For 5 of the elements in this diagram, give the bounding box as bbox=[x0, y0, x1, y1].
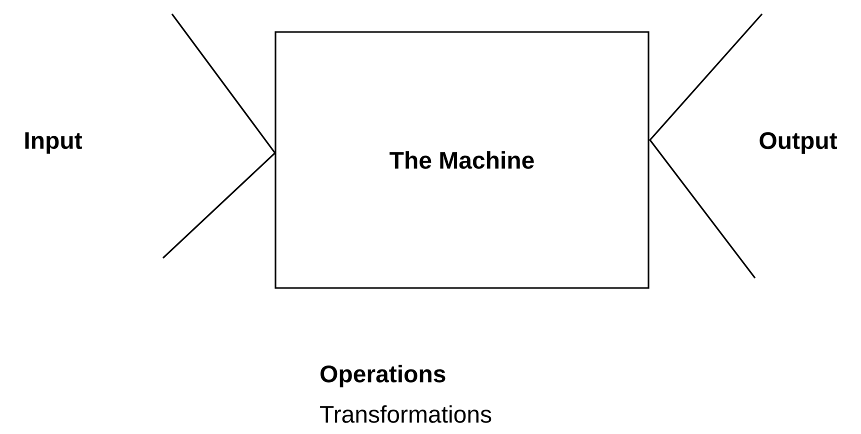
label-text: Input bbox=[25, 132, 82, 154]
label-text: Output bbox=[760, 132, 838, 154]
machine-box: The Machine bbox=[274, 31, 650, 289]
caption-text: Operations bbox=[320, 364, 446, 388]
caption-text: Transformations bbox=[320, 405, 492, 423]
